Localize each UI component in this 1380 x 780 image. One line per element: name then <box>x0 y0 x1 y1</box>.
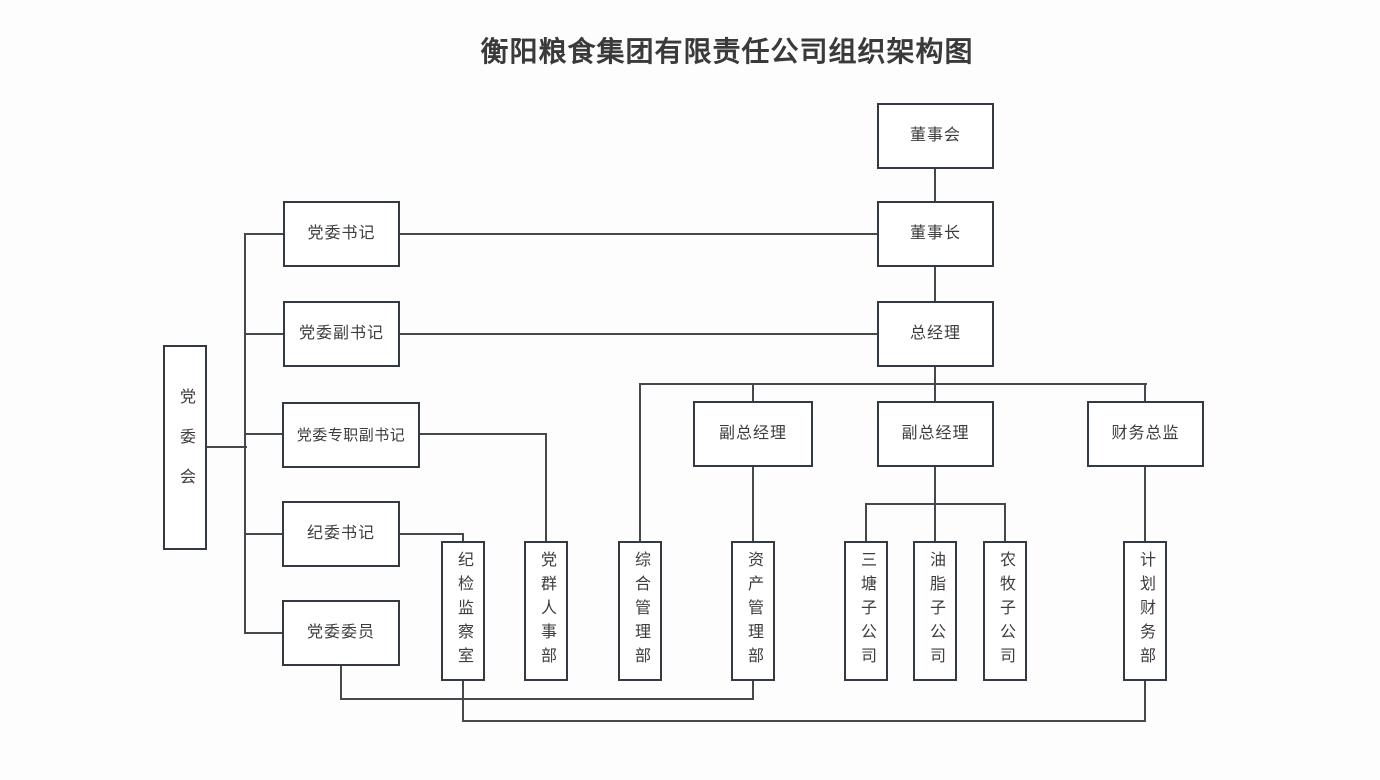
node-party-deputy-secretary: 党委副书记 <box>283 301 400 367</box>
node-deputy-general-manager-2: 副总经理 <box>877 401 994 467</box>
connector-line <box>244 533 283 535</box>
connector-line <box>1004 503 1006 542</box>
connector-line <box>399 333 878 335</box>
node-board-of-directors: 董事会 <box>877 103 994 169</box>
node-chairman: 董事长 <box>877 201 994 267</box>
connector-line <box>752 680 754 700</box>
connector-line <box>462 533 464 542</box>
node-agriculture-subsidiary: 农牧子公司 <box>983 541 1027 681</box>
connector-line <box>545 433 547 542</box>
page-title: 衡阳粮食集团有限责任公司组织架构图 <box>480 36 974 67</box>
connector-line <box>1144 466 1146 542</box>
node-planning-finance-dept: 计划财务部 <box>1123 541 1167 681</box>
node-general-manager: 总经理 <box>877 301 994 367</box>
node-general-management-dept: 综合管理部 <box>618 541 662 681</box>
node-deputy-general-manager-1: 副总经理 <box>693 401 813 467</box>
connector-line <box>340 665 342 700</box>
connector-line <box>752 383 754 402</box>
connector-line <box>244 333 284 335</box>
connector-line <box>1144 680 1146 722</box>
connector-line <box>462 680 464 722</box>
node-finance-director: 财务总监 <box>1087 401 1204 467</box>
connector-line <box>419 433 547 435</box>
connector-line <box>340 698 754 700</box>
node-party-fulltime-deputy-secretary: 党委专职副书记 <box>282 402 420 468</box>
connector-line <box>1144 383 1146 402</box>
node-asset-management-dept: 资产管理部 <box>731 541 775 681</box>
node-discipline-inspection-office: 纪检监察室 <box>441 541 485 681</box>
connector-line <box>639 383 1147 385</box>
connector-line <box>934 466 936 505</box>
connector-line <box>244 233 284 235</box>
node-discipline-secretary: 纪委书记 <box>282 501 400 567</box>
connector-line <box>934 503 936 542</box>
connector-line <box>399 533 464 535</box>
connector-line <box>206 446 247 448</box>
connector-line <box>752 466 754 542</box>
connector-line <box>934 383 936 402</box>
connector-line <box>462 720 1146 722</box>
node-santang-subsidiary: 三塘子公司 <box>844 541 888 681</box>
connector-line <box>934 266 936 302</box>
connector-line <box>399 233 878 235</box>
node-oil-subsidiary: 油脂子公司 <box>913 541 957 681</box>
connector-line <box>639 383 641 542</box>
node-party-committee-member: 党委委员 <box>282 600 400 666</box>
connector-line <box>934 366 936 385</box>
connector-line <box>244 632 283 634</box>
connector-line <box>865 503 867 542</box>
connector-line <box>244 433 283 435</box>
connector-line <box>934 169 936 202</box>
node-party-secretary: 党委书记 <box>283 201 400 267</box>
node-party-committee: 党委会 <box>163 345 207 550</box>
node-party-mass-hr-dept: 党群人事部 <box>524 541 568 681</box>
